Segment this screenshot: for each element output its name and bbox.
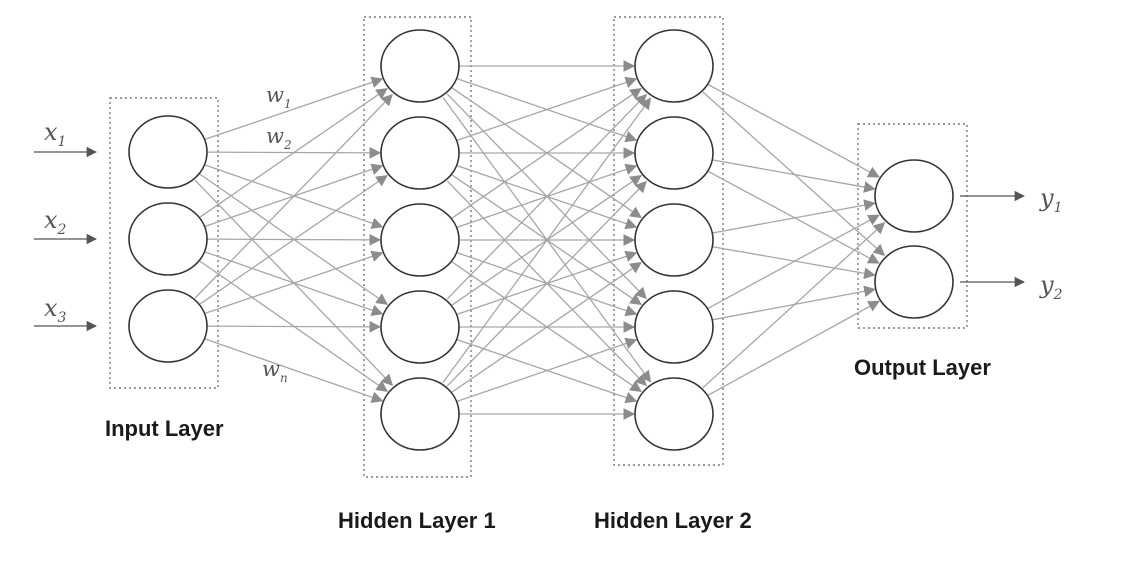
edge-l0-2-to-2	[204, 250, 384, 315]
edge-l2-3-to-0	[707, 214, 880, 309]
connections	[194, 60, 886, 420]
edge-l0-2-to-4	[204, 338, 384, 403]
edge-l2-1-to-0	[712, 159, 876, 193]
hidden2-node-1	[634, 29, 714, 103]
edge-l1-4-to-2	[451, 261, 642, 393]
hidden-layer-1-label: Hidden Layer 1	[338, 508, 496, 533]
output-node-1	[874, 159, 954, 233]
output-label-y2: y2	[1039, 271, 1063, 303]
output-layer-box	[857, 123, 968, 329]
edge-l1-4-to-3	[456, 337, 638, 402]
output-arrows	[960, 190, 1026, 288]
hidden-layer-2-box	[613, 16, 724, 466]
weight-label-wn: wn	[262, 357, 288, 385]
edge-l2-2-to-1	[712, 246, 876, 280]
input-node-1	[128, 115, 208, 189]
edge-l0-2-to-1	[199, 174, 388, 305]
input-label-x3: x3	[44, 294, 67, 326]
edge-l1-4-to-1	[446, 180, 647, 387]
hidden-layer-2-label: Hidden Layer 2	[594, 508, 752, 533]
edge-l2-0-to-1	[702, 91, 886, 257]
edge-l0-1-to-0	[199, 87, 388, 218]
hidden1-node-3	[380, 203, 460, 277]
output-label-y1: y1	[1039, 184, 1062, 216]
hidden2-node-5	[634, 377, 714, 451]
hidden1-node-2	[380, 116, 460, 190]
edge-l2-4-to-1	[707, 300, 880, 396]
neurons	[128, 29, 954, 451]
input-layer-box	[109, 97, 219, 389]
edge-l0-2-to-0	[194, 93, 393, 299]
hidden-layer-1-box	[363, 16, 472, 478]
input-node-2	[128, 202, 208, 276]
input-layer-label: Input Layer	[105, 416, 224, 441]
output-layer-label: Output Layer	[854, 355, 991, 380]
hidden2-node-3	[634, 203, 714, 277]
input-label-x2: x2	[44, 206, 67, 238]
edge-l1-3-to-0	[446, 93, 647, 300]
input-node-3	[128, 289, 208, 363]
edge-l1-2-to-0	[451, 87, 642, 219]
hidden1-node-1	[380, 29, 460, 103]
edge-l1-4-to-0	[442, 97, 652, 383]
weight-label-w2: w2	[266, 124, 292, 152]
input-arrows	[34, 146, 98, 332]
hidden1-node-4	[380, 290, 460, 364]
edge-l2-0-to-0	[707, 84, 880, 178]
edge-l0-2-to-3	[206, 320, 382, 333]
hidden2-node-2	[634, 116, 714, 190]
hidden2-node-4	[634, 290, 714, 364]
weight-label-w1: w1	[266, 83, 292, 111]
edge-l2-4-to-0	[702, 222, 886, 389]
output-node-2	[874, 245, 954, 319]
edge-l2-1-to-1	[708, 170, 880, 264]
edge-l0-0-to-0	[204, 76, 384, 141]
input-label-x1: x1	[44, 118, 66, 150]
edge-l2-2-to-0	[712, 199, 876, 234]
edge-l1-1-to-0	[456, 76, 638, 141]
hidden1-node-5	[380, 377, 460, 451]
